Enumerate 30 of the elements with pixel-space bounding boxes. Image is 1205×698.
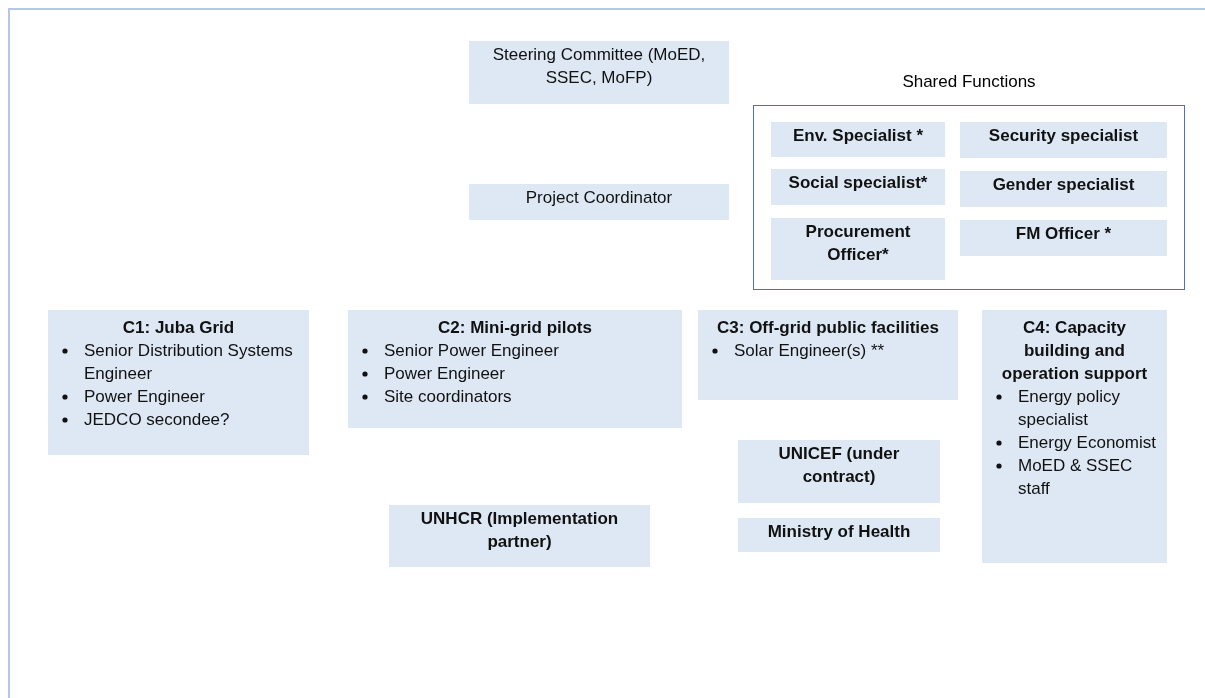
role-item: JEDCO secondee?: [84, 409, 231, 431]
role-box: Security specialist: [960, 122, 1167, 158]
role-item: Site coordinators: [384, 386, 513, 408]
role-item: Energy Economist: [1018, 432, 1157, 454]
role-item: Energy policy specialist: [1018, 386, 1122, 431]
role-box: Ministry of Health: [738, 518, 940, 552]
component-title: C1: Juba Grid: [121, 317, 236, 339]
component-box: [348, 310, 682, 428]
role-box: Procurement Officer*: [771, 218, 945, 280]
component-title: C4: Capacity building and operation support: [1000, 317, 1149, 385]
component-box: [982, 310, 1167, 563]
group-heading: Shared Functions: [901, 71, 1037, 93]
role-box: Gender specialist: [960, 171, 1167, 207]
role-item: Senior Distribution Systems Engineer: [84, 340, 294, 385]
role-box: UNICEF (under contract): [738, 440, 940, 503]
component-title: C3: Off-grid public facilities: [716, 317, 940, 339]
component-box: [698, 310, 958, 400]
role-box: UNHCR (Implementation partner): [389, 505, 650, 567]
role-item: MoED & SSEC staff: [1018, 455, 1134, 500]
role-box: Social specialist*: [771, 169, 945, 205]
role-item: Power Engineer: [84, 386, 206, 408]
role-box: Project Coordinator: [469, 184, 729, 220]
component-box: [48, 310, 309, 455]
role-box: Steering Committee (MoED, SSEC, MoFP): [469, 41, 729, 104]
role-item: Solar Engineer(s) **: [734, 340, 886, 362]
role-box: Env. Specialist *: [771, 122, 945, 157]
role-box: FM Officer *: [960, 220, 1167, 256]
role-item: Senior Power Engineer: [384, 340, 560, 362]
role-item: Power Engineer: [384, 363, 506, 385]
component-title: C2: Mini-grid pilots: [437, 317, 593, 339]
